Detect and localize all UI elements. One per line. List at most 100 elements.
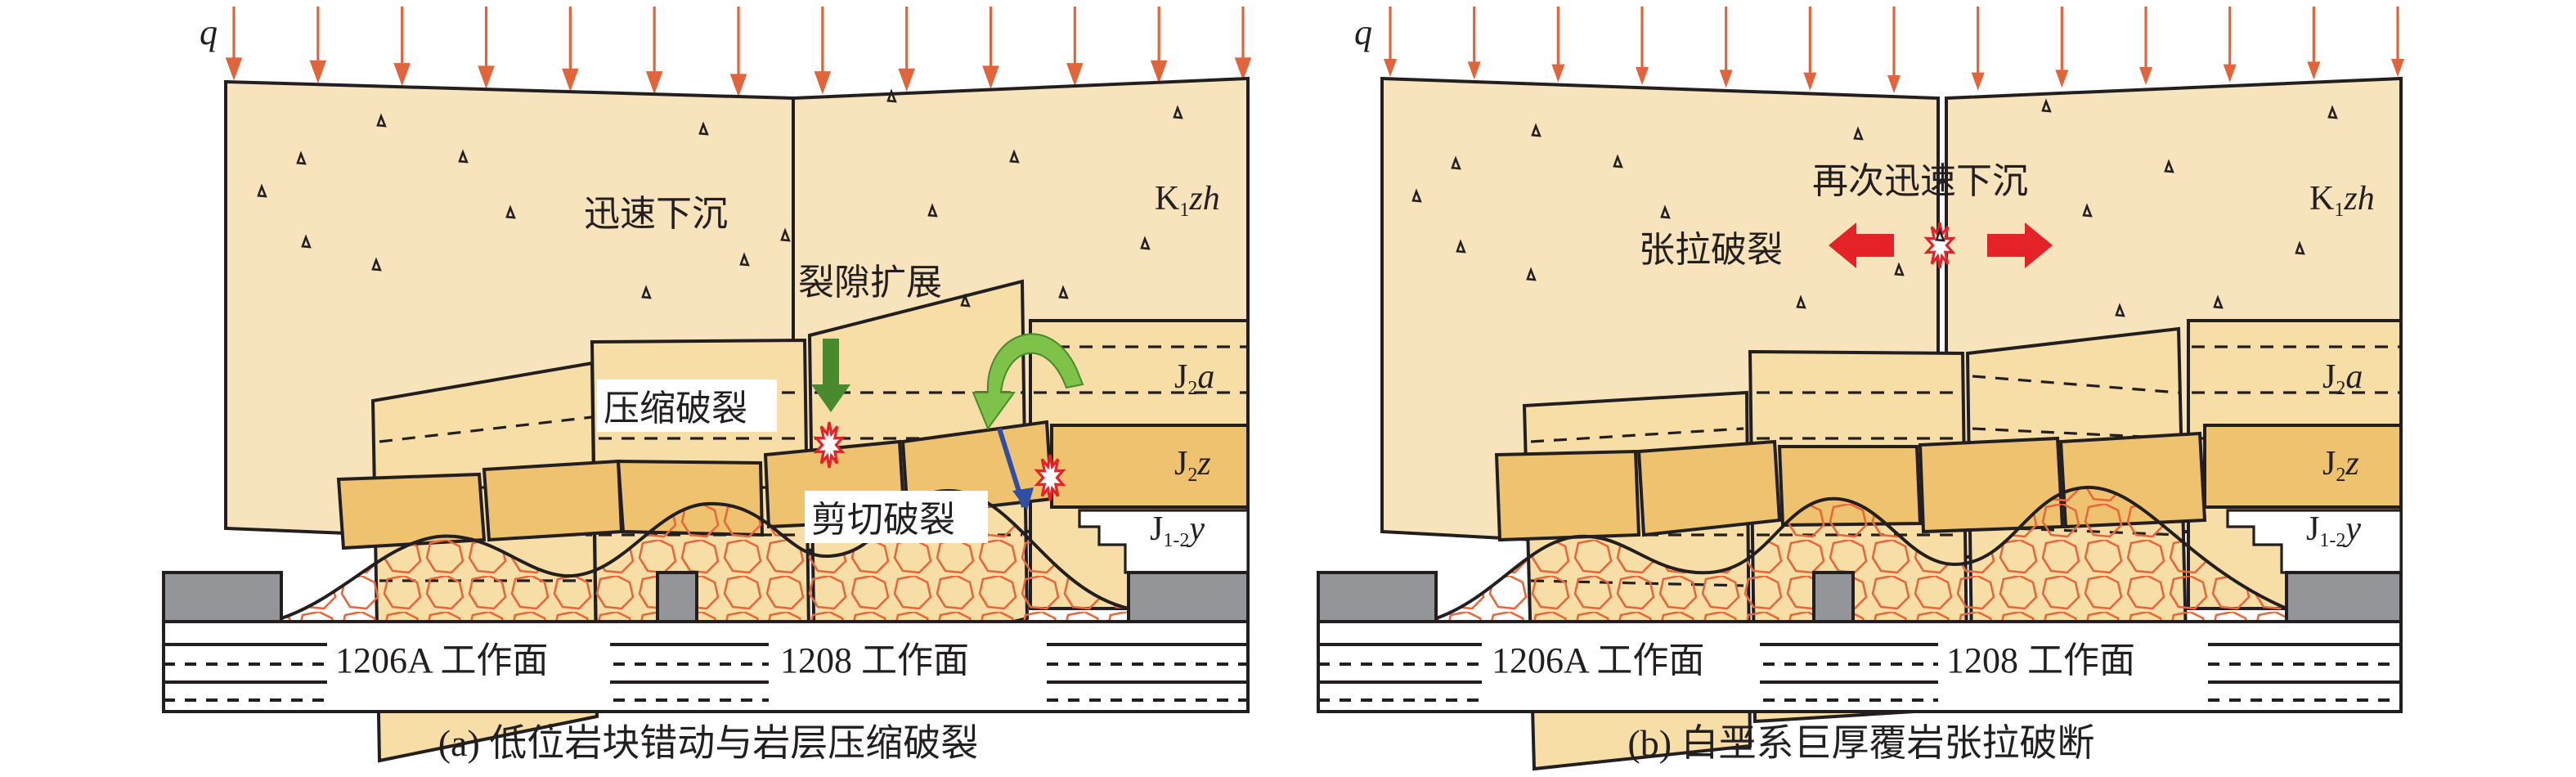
load-arrow-icon [1887,7,1901,93]
load-arrow-icon [645,7,663,95]
load-arrows [225,7,1252,97]
grain-mark [1140,236,1151,250]
floor-strata [162,620,1250,713]
grain-mark [698,121,709,136]
coal-pillar-right [2285,571,2403,623]
stratum-text: J2z [1174,445,1211,486]
stratum-label-j2z: J2z [1174,445,1211,486]
grain-mark [739,252,750,267]
load-symbol: q [1354,12,1372,52]
grain-mark [927,203,938,218]
workface-label-1206a: 1206A 工作面 [1492,640,1704,680]
stratum-text: J1-2y [1150,510,1205,551]
stratum-label-j2a: J2a [1174,358,1214,399]
tension-arrow-left-icon [1829,222,1894,268]
caption-a: (a) 低位岩块错动与岩层压缩破裂 [438,722,979,764]
grain-mark [1058,285,1069,299]
coal-pillar-right [1127,571,1250,623]
load-arrow-icon [1551,7,1565,83]
annotation-crack-propagation: 裂隙扩展 [798,263,942,303]
j12y-stratum [2226,509,2403,574]
grain-mark [1173,105,1183,119]
shear-label-bg [805,491,988,543]
compression-label-bg [597,380,777,432]
load-arrow-icon [225,7,243,81]
burst-icon [1034,454,1066,501]
j2z-block-1 [1494,449,1641,542]
grain-mark [2327,105,2338,119]
grain-mark [371,257,382,272]
grain-mark [301,234,312,249]
grain-mark [2082,203,2093,218]
grain-mark [1796,294,1806,309]
grain-mark [2164,159,2174,173]
grain-mark [1451,155,1461,170]
grain-mark [1660,204,1671,219]
stratum-text: K1zh [1155,180,1220,221]
panel-a: q [162,7,1252,764]
j2z-block-2 [482,459,624,542]
load-arrow-icon [982,7,999,89]
j12y-stratum [1078,509,1250,574]
load-symbol: q [200,12,218,52]
grain-mark [1526,267,1537,281]
load-arrows [1384,7,2404,93]
load-arrow-icon [562,7,579,92]
annotation-shear-fracture: 剪切破裂 [811,500,955,540]
rotation-arrow-icon [972,333,1084,431]
load-arrow-icon [729,7,747,97]
grain-mark [257,183,267,198]
load-arrow-icon [1150,7,1168,84]
j2z-block-2 [1636,439,1782,537]
j2z-block-6 [1050,424,1250,509]
workface-label-1208: 1208 工作面 [1946,640,2135,680]
load-arrow-icon [2307,7,2321,80]
load-arrow-icon [2055,7,2069,88]
grain-mark [1853,126,1864,141]
stratum-text: J2a [1174,358,1214,399]
stratum-text: K1zh [2309,180,2375,221]
load-arrow-icon [1636,7,1649,85]
grain-mark [641,285,652,299]
floor-bedding [164,643,1248,702]
workface-label-1208: 1208 工作面 [780,640,969,680]
workface-label-1206a: 1206A 工作面 [335,640,548,680]
grain-mark [458,149,469,164]
coal-pillar-left [1317,571,1438,623]
burst-icon [813,421,846,469]
grain-mark [1411,188,1422,203]
grain-mark [960,293,971,308]
load-arrow-icon [2223,7,2237,83]
grain-mark [1935,227,1945,242]
stratum-text: J1-2y [2306,510,2361,551]
grain-mark [1456,239,1466,254]
tension-arrow-right-icon [1987,222,2053,268]
coal-pillar-middle [656,571,698,623]
load-arrow-icon [2391,7,2404,77]
load-arrow-icon [393,7,411,87]
load-arrow-icon [1971,7,1985,91]
grain-mark [296,150,307,165]
stratum-label-j2a: J2a [2322,358,2363,399]
grain-mark [2295,240,2305,255]
coal-pillar-middle [1812,571,1855,623]
grain-mark [376,113,387,128]
j2z-block-1 [336,472,487,550]
grain-mark [2041,98,2052,113]
floor-strata [1317,620,2403,713]
annotation-compression-fracture: 压缩破裂 [604,388,747,429]
load-arrow-icon [898,7,915,92]
annotation-tensile-fracture: 张拉破裂 [1639,230,1783,270]
grain-mark [505,204,516,219]
stratum-text: J2z [2322,445,2359,486]
load-arrow-icon [1234,7,1252,81]
stratum-label-j2z: J2z [2322,445,2359,486]
load-arrow-icon [2139,7,2152,85]
shear-arrowhead-icon [1012,487,1034,510]
grain-mark [780,227,791,242]
stratum-label-k1zh: K1zh [1155,180,1220,221]
load-arrow-icon [1066,7,1084,87]
panel-b: q [1317,7,2404,771]
load-arrow-icon [478,7,495,89]
